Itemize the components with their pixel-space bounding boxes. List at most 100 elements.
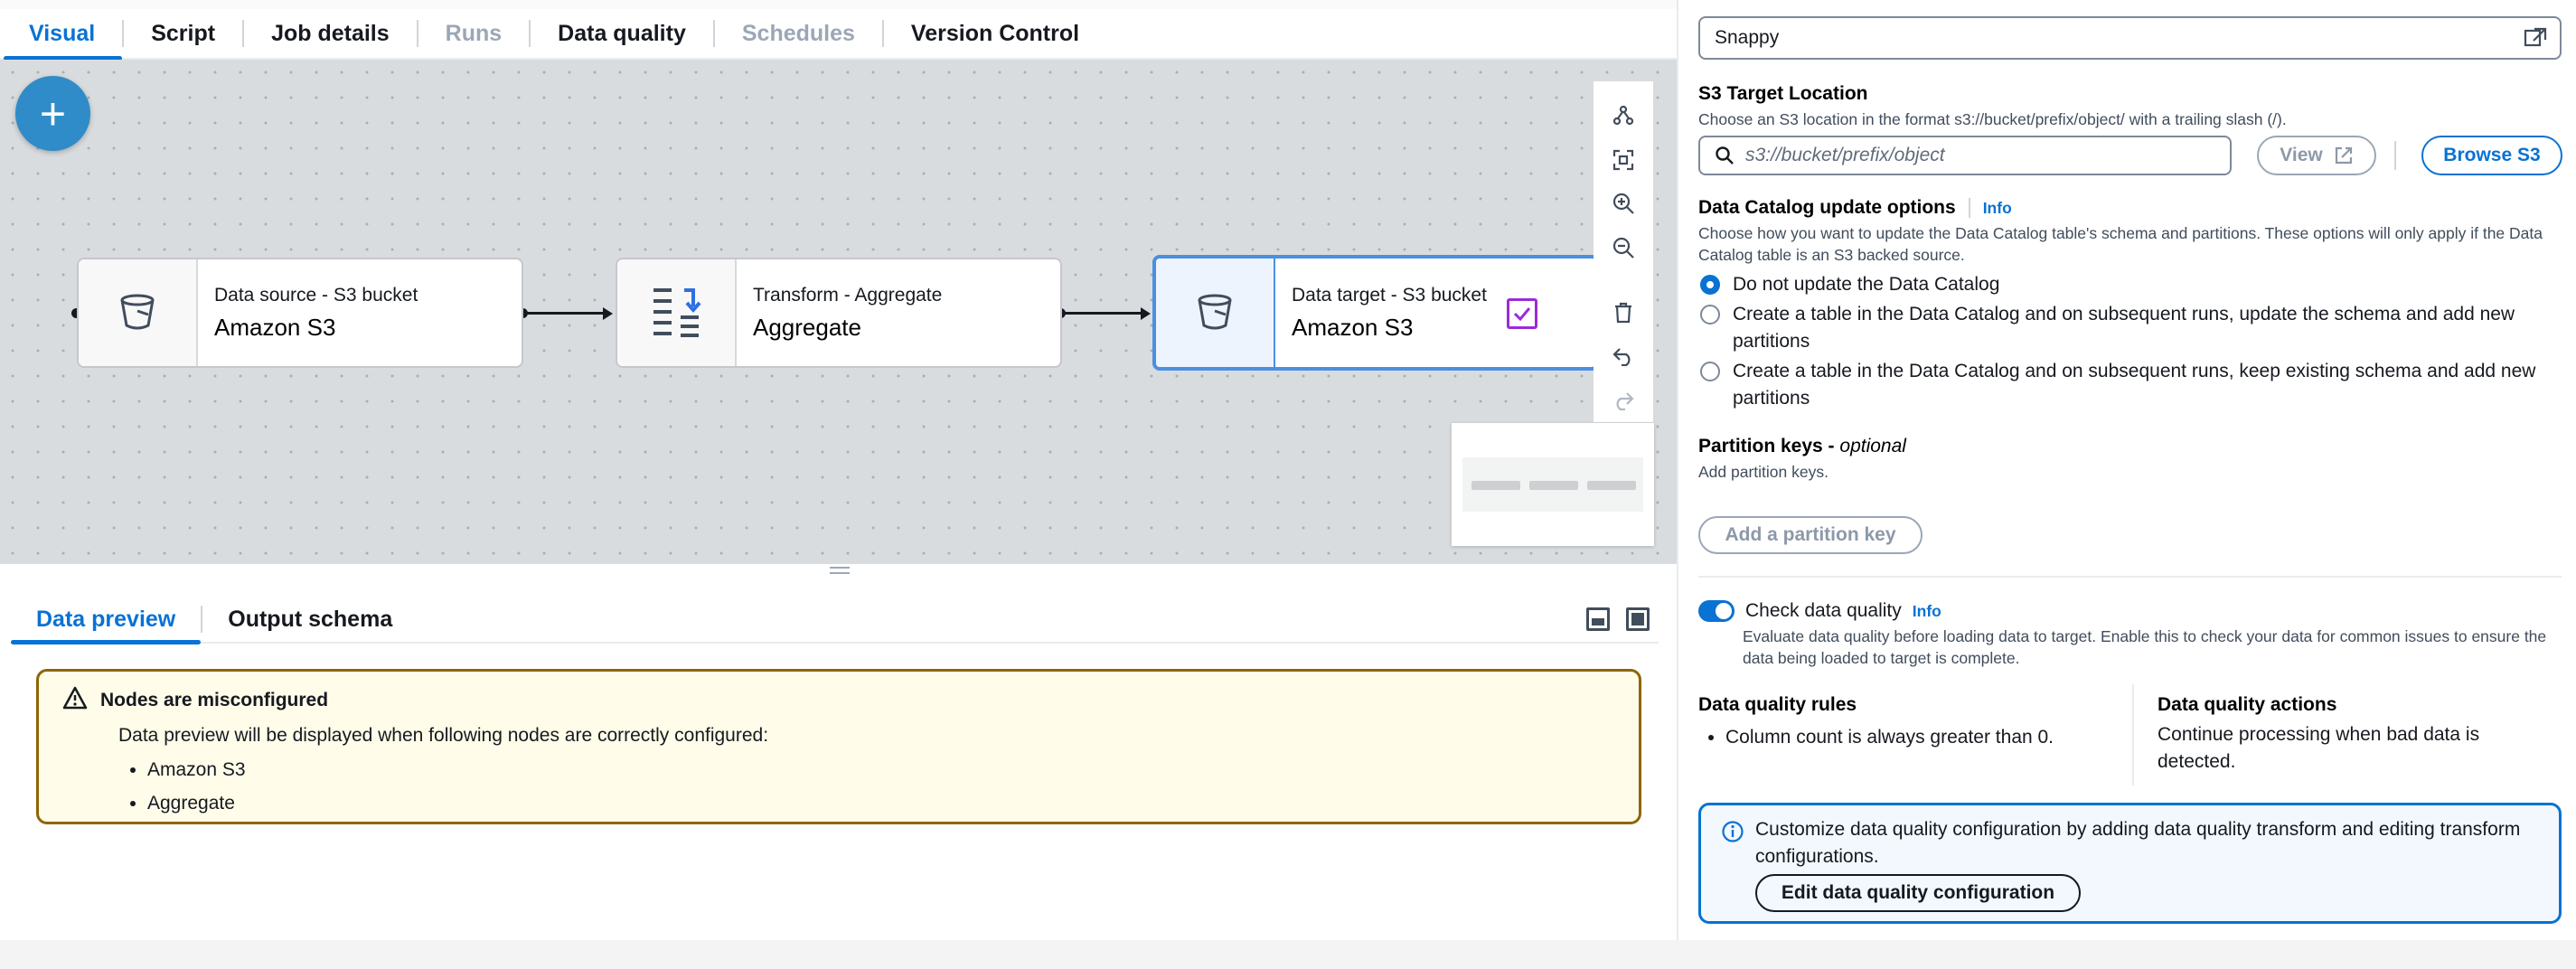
dq-description: Evaluate data quality before loading dat… — [1743, 627, 2547, 667]
tab-output-schema[interactable]: Output schema — [228, 606, 393, 632]
tab-visual[interactable]: Visual — [0, 8, 123, 61]
add-partition-key-button[interactable]: Add a partition key — [1698, 516, 1923, 554]
label-divider — [1968, 198, 1970, 218]
tab-divider — [529, 20, 531, 47]
alert-body: Data preview will be displayed when foll… — [118, 725, 769, 746]
panel-layout-controls — [1586, 607, 1650, 631]
tab-schedules[interactable]: Schedules — [741, 20, 855, 46]
tab-job-details[interactable]: Job details — [271, 20, 390, 46]
catalog-label: Data Catalog update options — [1698, 197, 1956, 218]
undo-icon[interactable] — [1605, 334, 1641, 378]
vertical-divider — [1677, 0, 1678, 940]
catalog-option-2[interactable]: Create a table in the Data Catalog and o… — [1700, 301, 2559, 355]
node-kind: Data target - S3 bucket — [1292, 284, 1487, 306]
visual-canvas[interactable]: + Data source - S3 bucket Amazon S3 Tran… — [0, 60, 1677, 564]
radio-label: Do not update the Data Catalog — [1733, 274, 2000, 295]
tab-version-control[interactable]: Version Control — [910, 20, 1080, 46]
catalog-option-3[interactable]: Create a table in the Data Catalog and o… — [1700, 358, 2559, 412]
tab-data-quality[interactable]: Data quality — [558, 20, 686, 46]
minimap-node — [1587, 481, 1636, 490]
dq-label: Check data quality — [1745, 600, 1902, 621]
dq-info-link[interactable]: Info — [1912, 601, 1941, 620]
edge-handle[interactable] — [71, 308, 81, 318]
delete-icon[interactable] — [1605, 291, 1641, 334]
warning-alert: Nodes are misconfigured Data preview wil… — [36, 669, 1641, 824]
misconfigured-node-list: Amazon S3 Aggregate — [147, 753, 1639, 820]
tab-divider — [242, 20, 245, 47]
node-name: Aggregate — [753, 313, 861, 341]
browse-s3-button[interactable]: Browse S3 — [2421, 136, 2562, 175]
s3-location-placeholder: s3://bucket/prefix/object — [1745, 145, 1945, 165]
split-horizontal-icon[interactable] — [1586, 607, 1610, 631]
zoom-in-icon[interactable] — [1605, 182, 1641, 225]
check-data-quality-toggle[interactable] — [1698, 600, 1735, 622]
toolbar-spacer — [1605, 269, 1641, 291]
node-transform[interactable]: Transform - Aggregate Aggregate — [616, 258, 1062, 368]
node-name: Amazon S3 — [214, 313, 336, 341]
node-icon-box — [79, 259, 198, 366]
tab-divider — [122, 20, 125, 47]
node-kind: Transform - Aggregate — [753, 284, 943, 306]
view-button[interactable]: View — [2257, 136, 2376, 175]
alert-title: Nodes are misconfigured — [100, 690, 329, 710]
info-icon — [1721, 820, 1744, 848]
partition-keys-label: Partition keys - optional — [1698, 436, 1906, 457]
radio-button[interactable] — [1700, 362, 1720, 381]
tab-divider — [201, 606, 203, 633]
view-button-label: View — [2280, 145, 2323, 165]
redo-icon[interactable] — [1605, 379, 1641, 422]
add-node-button[interactable]: + — [15, 76, 90, 151]
canvas-minimap[interactable] — [1452, 423, 1654, 546]
list-item: Amazon S3 — [147, 753, 1639, 786]
node-properties-panel: Snappy S3 Target Location Choose an S3 l… — [1678, 0, 2576, 940]
layout-icon[interactable] — [1605, 94, 1641, 137]
dq-header: Check data quality Info — [1698, 600, 1941, 622]
warning-icon — [62, 686, 88, 715]
tab-script[interactable]: Script — [151, 20, 216, 46]
compression-type-select[interactable]: Snappy — [1698, 16, 2562, 60]
tab-runs[interactable]: Runs — [445, 20, 503, 46]
edge-arrow — [603, 307, 613, 320]
optional-marker: optional — [1839, 436, 1906, 456]
edge-arrow — [1141, 307, 1151, 320]
tab-data-preview[interactable]: Data preview — [11, 596, 202, 644]
catalog-option-1[interactable]: Do not update the Data Catalog — [1700, 271, 2559, 298]
data-quality-check-icon — [1507, 298, 1537, 329]
page-footer — [0, 940, 2576, 969]
dq-rules-label: Data quality rules — [1698, 694, 1857, 715]
s3-location-input[interactable]: s3://bucket/prefix/object — [1698, 136, 2232, 175]
radio-button[interactable] — [1700, 275, 1720, 295]
resize-grip-icon — [830, 567, 850, 574]
minimap-node — [1529, 481, 1578, 490]
job-tabs: Visual Script Job details Runs Data qual… — [0, 8, 1677, 61]
catalog-info-link[interactable]: Info — [1982, 198, 2012, 217]
s3-target-label: S3 Target Location — [1698, 83, 1868, 104]
dq-info-callout: Customize data quality configuration by … — [1698, 803, 2562, 924]
search-icon — [1715, 146, 1735, 165]
radio-button[interactable] — [1700, 305, 1720, 325]
section-divider — [1698, 576, 2562, 578]
callout-text: Customize data quality configuration by … — [1755, 819, 2521, 867]
maximize-panel-icon[interactable] — [1626, 607, 1650, 631]
minimap-node — [1471, 481, 1520, 490]
bottom-tabs: Data preview Output schema — [11, 597, 1659, 644]
edge-line — [526, 312, 603, 315]
bottom-panel: Data preview Output schema Nodes are mis… — [0, 579, 1677, 949]
s3-target-description: Choose an S3 location in the format s3:/… — [1698, 110, 2287, 128]
column-divider — [2132, 684, 2134, 786]
radio-label: Create a table in the Data Catalog and o… — [1733, 361, 2536, 409]
s3-bucket-icon — [118, 291, 157, 335]
node-icon-box — [617, 259, 737, 366]
node-data-target[interactable]: Data target - S3 bucket Amazon S3 — [1152, 255, 1599, 371]
external-select-icon — [2524, 27, 2547, 54]
list-item: Aggregate — [147, 786, 1639, 820]
edge-line — [1064, 312, 1141, 315]
external-link-icon — [2334, 146, 2354, 165]
panel-resize-handle[interactable] — [0, 564, 1677, 579]
tab-divider — [712, 20, 715, 47]
fit-view-icon[interactable] — [1605, 137, 1641, 181]
catalog-description: Choose how you want to update the Data C… — [1698, 224, 2543, 264]
edit-dq-config-button[interactable]: Edit data quality configuration — [1755, 874, 2081, 912]
zoom-out-icon[interactable] — [1605, 225, 1641, 268]
node-data-source[interactable]: Data source - S3 bucket Amazon S3 — [77, 258, 523, 368]
